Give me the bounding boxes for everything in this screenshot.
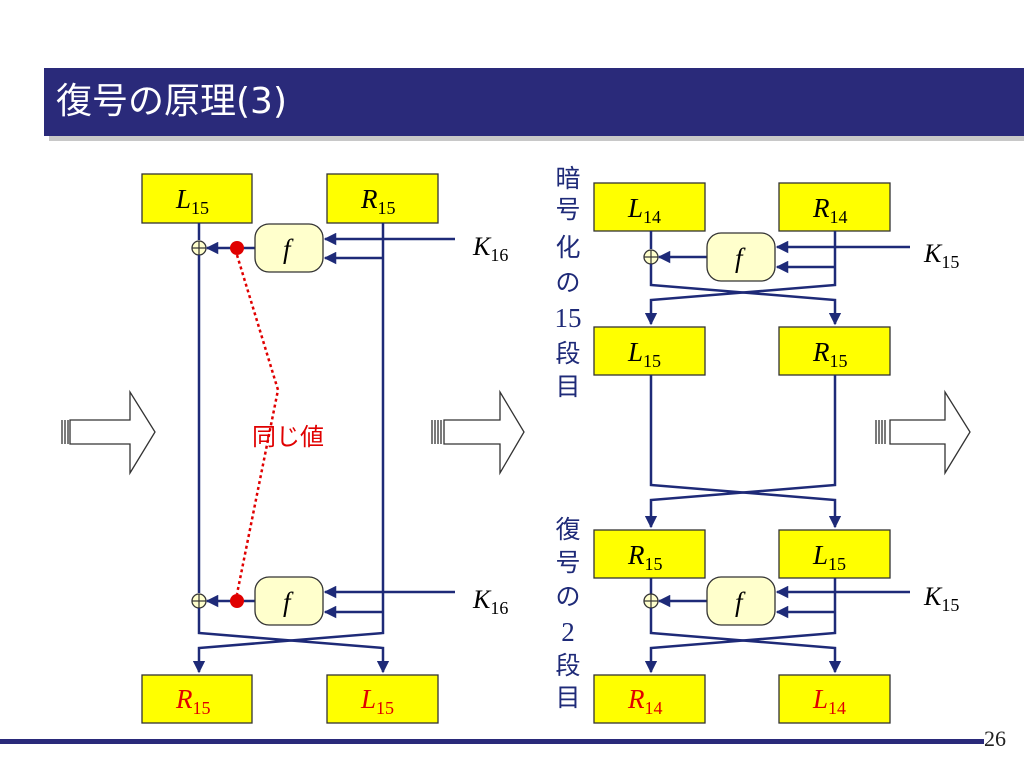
label-row1-r: R14: [812, 193, 848, 227]
f-label: f: [283, 234, 294, 264]
f-function-box: [254, 576, 324, 626]
label-left-top-l: L15: [175, 184, 209, 218]
same-value-label: 同じ値: [252, 423, 324, 451]
label-row3-r: L15: [812, 540, 846, 574]
box-row4-r: [778, 674, 891, 724]
f-function-box: [254, 223, 324, 273]
box-row2-l: [593, 326, 706, 376]
dec-label-char: 号: [555, 548, 580, 577]
footer-line: [0, 739, 984, 744]
left-diagram: L15 R15 f K16 同じ値 f K16: [141, 173, 508, 724]
dec-label-char: の: [555, 582, 580, 611]
key-k15-top: K15: [923, 239, 959, 272]
dec-label-char: 目: [555, 683, 580, 712]
label-row2-l: L15: [627, 337, 661, 371]
same-value-dot-top: [230, 241, 244, 255]
label-left-top-r: R15: [360, 184, 396, 218]
dec-label-char: 復: [555, 515, 580, 544]
f-label: f: [283, 587, 294, 617]
key-k16-top: K16: [472, 232, 508, 265]
box-left-bottom-r: [326, 674, 439, 724]
f-function-box: [706, 576, 776, 626]
dec-label-char: 段: [555, 651, 580, 680]
key-k15-bottom: K15: [923, 582, 959, 615]
right-diagram: 暗 号 化 の 15 段 目 復 号 の 2 段 目 L14 R14 f K15: [555, 164, 959, 724]
label-row4-r: L14: [812, 684, 846, 718]
key-k16-bottom: K16: [472, 585, 508, 618]
label-left-bottom-r: L15: [360, 684, 394, 718]
f-label: f: [735, 243, 746, 273]
title-bar: 復号の原理(3): [44, 68, 1024, 136]
label-row1-l: L14: [627, 193, 661, 227]
enc-label-char: 化: [555, 233, 580, 262]
box-row4-l: [593, 674, 706, 724]
enc-label-char: 15: [555, 303, 582, 333]
enc-label-char: 目: [555, 372, 580, 401]
same-value-dot-bottom: [230, 594, 244, 608]
enc-label-char: 号: [555, 195, 580, 224]
box-row1-l: [593, 182, 706, 232]
box-row1-r: [778, 182, 891, 232]
box-left-top-l: [141, 173, 253, 224]
fat-arrow-icon: [431, 389, 525, 476]
page-number: 26: [984, 726, 1006, 751]
enc-label-char: 暗: [555, 164, 580, 193]
f-label: f: [735, 587, 746, 617]
box-row3-l: [593, 529, 706, 579]
fat-arrow-icon: [61, 389, 156, 476]
dec-label-char: 2: [561, 617, 575, 647]
label-row2-r: R15: [812, 337, 848, 371]
f-function-box: [706, 232, 776, 282]
enc-label-char: 段: [555, 339, 580, 368]
slide-title: 復号の原理(3): [56, 81, 287, 122]
box-left-bottom-l: [141, 674, 253, 724]
box-left-top-r: [326, 173, 439, 224]
label-row4-l: R14: [627, 684, 663, 718]
fat-arrow-icon: [875, 389, 971, 476]
box-row2-r: [778, 326, 891, 376]
box-row3-r: [778, 529, 891, 579]
label-row3-l: R15: [627, 540, 663, 574]
enc-label-char: の: [555, 268, 580, 297]
label-left-bottom-l: R15: [175, 684, 211, 718]
